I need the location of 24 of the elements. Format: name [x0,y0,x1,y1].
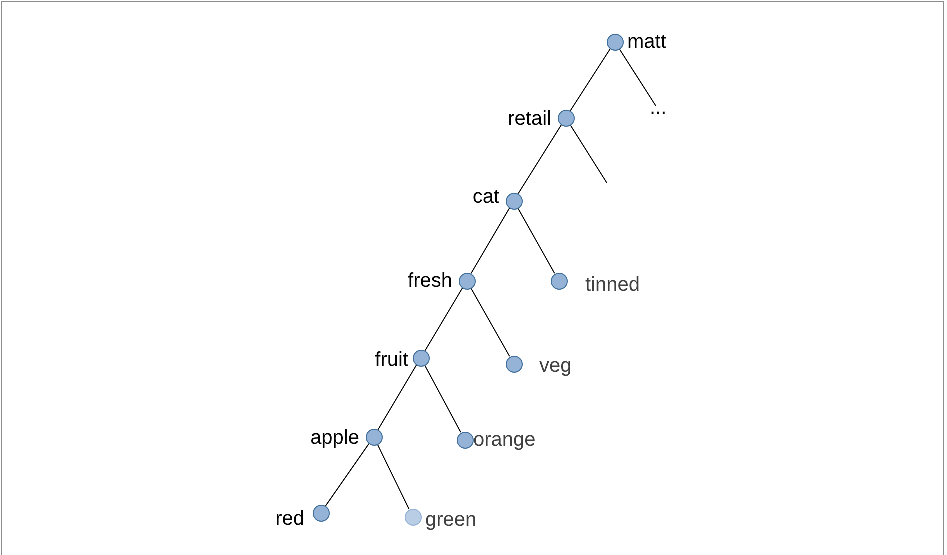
node-label: retail [508,108,552,128]
tree-branch-line [377,444,410,510]
tree-branch-line [378,364,418,430]
node-label: apple [310,428,360,448]
tree-branch-line [570,124,608,184]
tree-branch-line [470,288,510,358]
node-label: cat [472,186,500,206]
tree-branch-line [424,288,464,352]
node-label: orange [474,430,536,450]
node-label: fresh [408,270,452,290]
node-label: veg [540,356,572,376]
ellipsis-label: ... [650,98,667,118]
node-label: tinned [586,274,640,294]
tree-branch-line [325,443,370,507]
tree-branch-line [424,365,462,433]
node-label: red [276,508,304,528]
node-label: matt [628,32,666,52]
node-label: green [426,510,477,530]
tree-branch-line [570,48,611,112]
tree-branch-line [518,208,556,274]
tree-branch-line [470,208,510,274]
tree-branch-line [518,124,562,194]
tree-branch-line [619,48,656,106]
node-label: fruit [375,350,408,370]
